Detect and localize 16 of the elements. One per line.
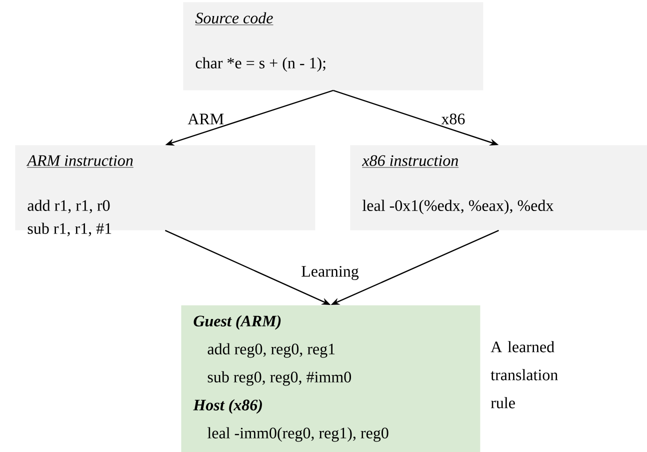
node-label: leal -imm0(reg0, reg1), reg0 [208, 427, 388, 442]
code-box [183, 2, 484, 90]
code-box [350, 145, 647, 230]
side-note: A learned translation rule [490, 341, 558, 408]
node-label: Host (x86) [193, 399, 262, 414]
rule-box [181, 305, 480, 452]
edge-label: ARM [188, 114, 224, 124]
code-box-text: x86 instruction leal -0x1(%edx, %eax), %edx [362, 155, 554, 214]
node-label: sub reg0, reg0, #imm0 [208, 371, 352, 386]
node-label: Guest (ARM) [194, 315, 281, 330]
code-box-text: Source code char *e = s + (n - 1); [195, 12, 326, 72]
code-box-text: ARM instruction add r1, r1, r0 sub r1, r1, #1 [26, 155, 134, 236]
rule-box-text: Guest (ARM) add reg0, reg0, reg1 sub reg0, reg0, #imm0 Host (x86) leal -imm0(reg0, reg1), reg0 [193, 315, 388, 442]
step-label: Learning [302, 266, 359, 280]
node-label: add reg0, reg0, reg1 [208, 343, 335, 358]
edge-label: x86 [441, 114, 465, 124]
